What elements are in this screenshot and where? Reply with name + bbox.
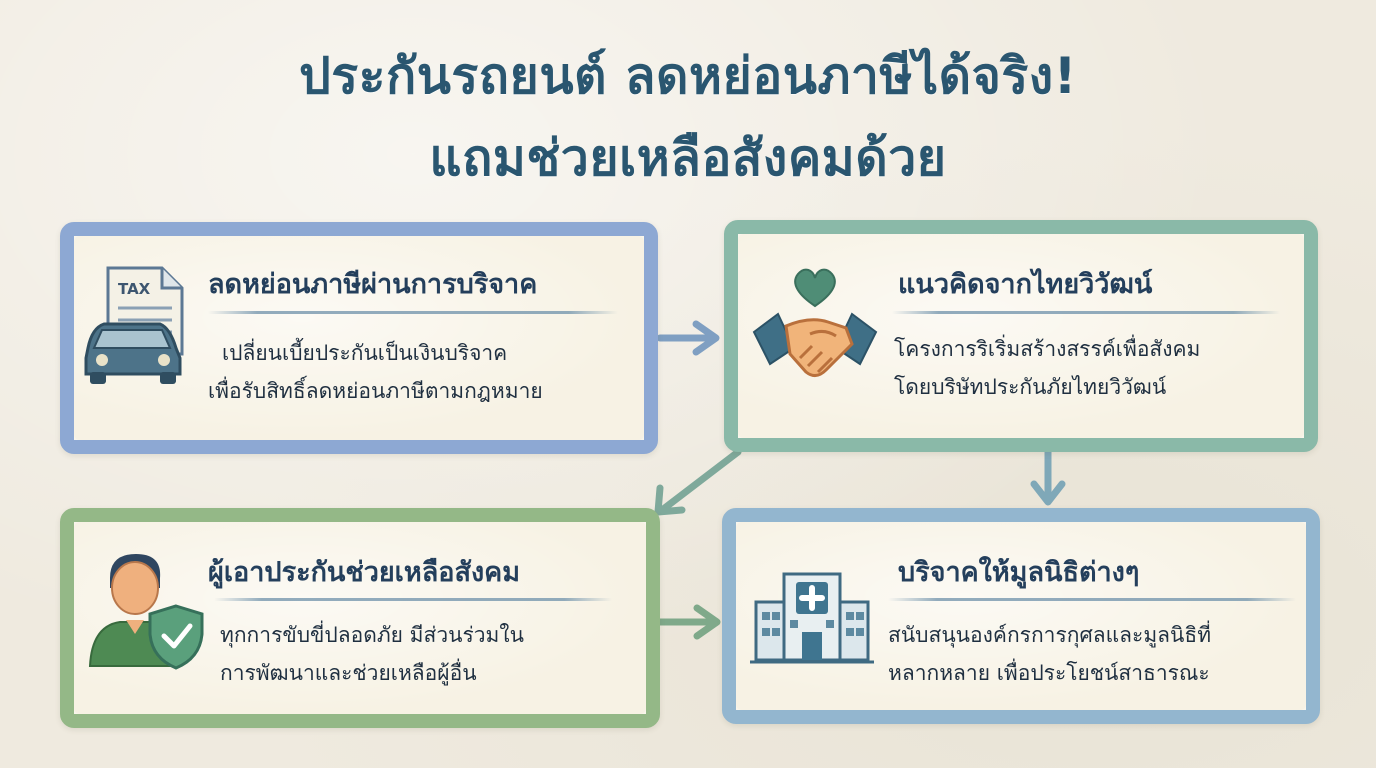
card4-body-line1: สนับสนุนองค์กรการกุศลและมูลนิธิที่ [888,623,1212,647]
card2-title-underline [892,311,1280,314]
card2-title: แนวคิดจากไทยวิวัฒน์ [898,269,1153,300]
arrow-card1-to-card2 [656,320,720,356]
tax-document-car-icon: TAX [78,262,196,388]
card4-body: สนับสนุนองค์กรการกุศลและมูลนิธิที่ หลากห… [888,616,1211,692]
person-shield-icon [84,548,208,672]
card4-body-line2: หลากหลาย เพื่อประโยชน์สาธารณะ [888,661,1210,685]
card3-body-line1: ทุกการขับขี่ปลอดภัย มีส่วนร่วมใน [220,623,524,647]
card3-body-line2: การพัฒนาและช่วยเหลือผู้อื่น [220,661,477,685]
card1-body-line1: เปลี่ยนเบี้ยประกันเป็นเงินบริจาค [222,341,508,365]
card4-title-underline [888,598,1296,601]
card-insured-helps-society [60,508,660,728]
arrow-card2-to-card3 [654,448,742,516]
arrow-card3-to-card4 [656,604,721,640]
arrow-card2-to-card4 [1030,448,1066,506]
card1-title-underline [208,311,618,314]
card1-title: ลดหย่อนภาษีผ่านการบริจาค [208,269,538,300]
card-tax-donation [60,222,658,454]
card1-body: เปลี่ยนเบี้ยประกันเป็นเงินบริจาค เพื่อรั… [208,334,543,410]
hospital-building-icon [750,566,874,666]
card3-title-underline [214,598,612,601]
card3-body: ทุกการขับขี่ปลอดภัย มีส่วนร่วมใน การพัฒน… [220,616,524,692]
page-title-line2: แถมช่วยเหลือสังคมด้วย [429,129,947,187]
card2-body-line1: โครงการริเริ่มสร้างสรรค์เพื่อสังคม [894,337,1201,361]
page-title-line1: ประกันรถยนต์ ลดหย่อนภาษีได้จริง! [299,47,1077,105]
tax-label: TAX [118,280,151,298]
card1-body-line2: เพื่อรับสิทธิ์ลดหย่อนภาษีตามกฎหมาย [208,379,543,403]
handshake-heart-icon [750,262,880,392]
card4-title: บริจาคให้มูลนิธิต่างๆ [898,557,1140,588]
card2-body-line2: โดยบริษัทประกันภัยไทยวิวัฒน์ [894,375,1167,399]
card2-body: โครงการริเริ่มสร้างสรรค์เพื่อสังคม โดยบร… [894,330,1200,406]
card3-title: ผู้เอาประกันช่วยเหลือสังคม [208,557,520,588]
